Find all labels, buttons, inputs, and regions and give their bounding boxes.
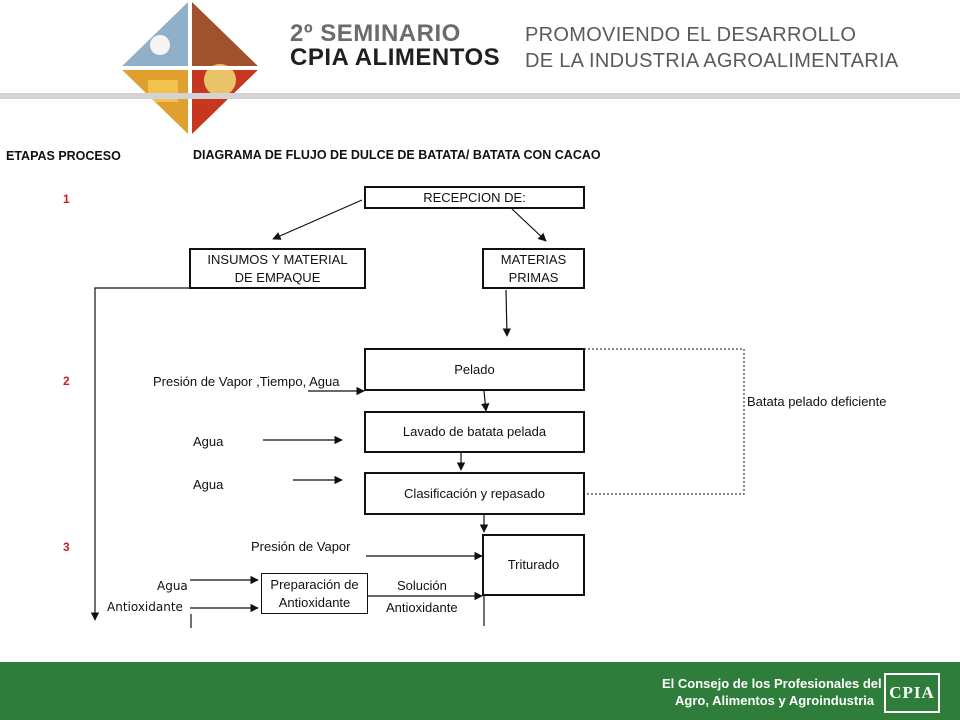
stage-number-1: 1 [63,192,70,206]
label-solucion-antioxidante: Antioxidante [386,600,458,615]
label-solucion: Solución [397,578,447,593]
cpia-logo: CPIA [884,673,940,713]
stage-number-2: 2 [63,374,70,388]
triturado-label: Triturado [507,557,560,573]
input-agua-lavado: Agua [193,434,224,449]
input-presion-vapor: Presión de Vapor [251,539,351,554]
stages-title: ETAPAS PROCESO [6,149,121,163]
event-name: CPIA ALIMENTOS [290,44,501,71]
insumos-label-line1: INSUMOS Y MATERIAL [207,251,348,267]
council-line-2: Agro, Alimentos y Agroindustria [675,693,875,708]
triturado-box: Triturado [482,534,585,596]
tagline-line-1: PROMOVIENDO EL DESARROLLO [525,24,857,46]
preparacion-label-line1: Preparación de [270,576,359,592]
recepcion-label: RECEPCION DE: [423,189,526,205]
materias-label-line1: MATERIAS [500,251,567,267]
stage-number-3: 3 [63,540,70,554]
input-presion-tiempo-agua: Presión de Vapor ,Tiempo, Agua [153,374,340,389]
reject-label: Batata pelado deficiente [747,394,887,409]
diagram-title: DIAGRAMA DE FLUJO DE DULCE DE BATATA/ BA… [193,148,601,162]
council-line-1: El Consejo de los Profesionales del [662,676,882,691]
tagline-line-2: DE LA INDUSTRIA AGROALIMENTARIA [525,50,899,72]
header-divider [0,93,960,99]
preparacion-antioxidante-box: Preparación de Antioxidante [261,573,368,614]
lavado-box: Lavado de batata pelada [364,411,585,453]
pelado-label: Pelado [454,361,495,377]
footer-bar [0,662,960,720]
input-agua-clasificacion: Agua [193,477,224,492]
materias-primas-box: MATERIAS PRIMAS [482,248,585,289]
seminar-logo-food-collage [120,0,260,136]
lavado-label: Lavado de batata pelada [402,424,547,440]
input-agua-prep: Agua [157,579,188,593]
insumos-label-line2: DE EMPAQUE [234,269,321,285]
preparacion-label-line2: Antioxidante [278,594,351,610]
pelado-box: Pelado [364,348,585,391]
event-number: 2º SEMINARIO [290,20,461,47]
materias-label-line2: PRIMAS [508,269,559,285]
clasificacion-label: Clasificación y repasado [404,485,545,501]
cpia-logo-text: CPIA [889,683,935,702]
clasificacion-box: Clasificación y repasado [364,472,585,515]
insumos-box: INSUMOS Y MATERIAL DE EMPAQUE [189,248,366,289]
input-antioxidante: Antioxidante [107,600,183,614]
recepcion-box: RECEPCION DE: [364,186,585,209]
